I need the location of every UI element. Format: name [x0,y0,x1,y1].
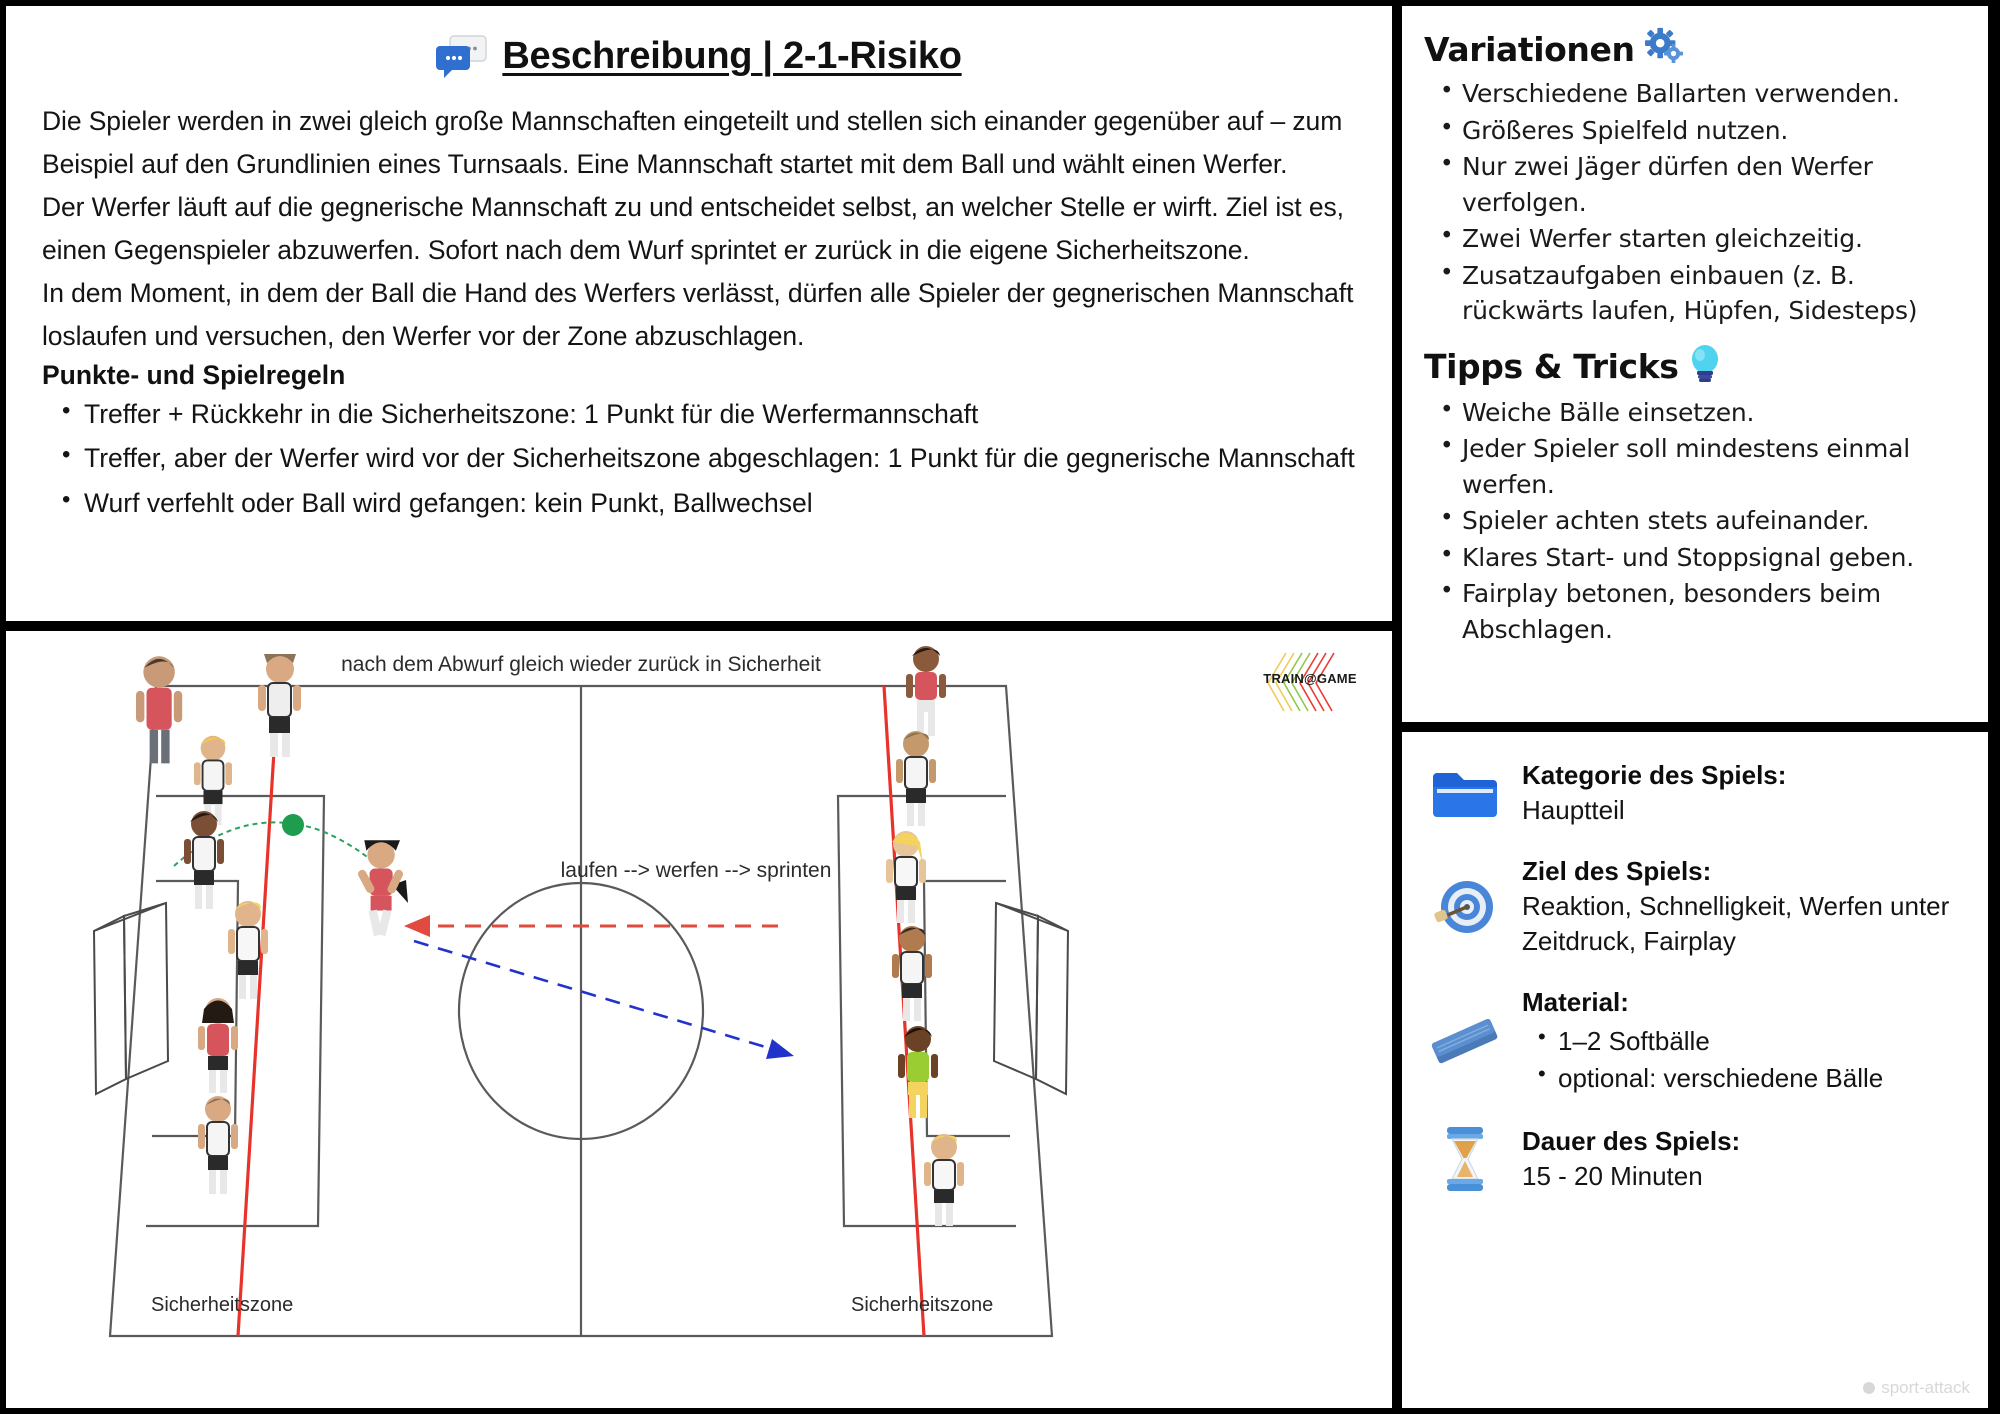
variation-item: Zusatzaufgaben einbauen (z. B. rückwärts… [1424,257,1966,329]
tips-heading: Tipps & Tricks [1424,347,1679,386]
duration-value: 15 - 20 Minuten [1522,1161,1703,1192]
watermark: sport-attack [1863,1378,1970,1398]
info-text-goal: Ziel des Spiels: Reaktion, Schnelligkeit… [1522,854,1964,959]
rules-list: Treffer + Rückkehr in die Sicherheitszon… [42,392,1356,526]
goal-label: Ziel des Spiels: [1522,856,1712,887]
page-title: Beschreibung | 2-1-Risiko [502,34,962,77]
player-figure [198,1096,238,1194]
duration-label: Dauer des Spiels: [1522,1125,1741,1156]
field-diagram-card: nach dem Abwurf gleich wieder zurück in … [6,631,1392,1408]
player-figure [924,1134,964,1226]
rule-item: Treffer + Rückkehr in die Sicherheitszon… [42,392,1356,436]
tips-list: Weiche Bälle einsetzen. Jeder Spieler so… [1424,394,1966,648]
safety-zone-label-left: Sicherheitszone [151,1294,293,1316]
info-row-category: Kategorie des Spiels: Hauptteil [1426,758,1964,828]
tip-item: Weiche Bälle einsetzen. [1424,394,1966,431]
info-text-category: Kategorie des Spiels: Hauptteil [1522,758,1786,828]
variations-heading-row: Variationen [1424,26,1966,72]
material-item: 1–2 Softbälle [1522,1021,1883,1061]
player-figure [886,831,926,923]
player-figure [194,735,232,826]
variations-heading: Variationen [1424,29,1635,69]
player-figure [136,656,183,764]
variations-tips-card: Variationen [1402,6,1988,722]
player-figure [898,1026,938,1118]
chase-arrow-blue [413,939,794,1059]
sprint-arrow-red [404,915,778,937]
variation-item: Nur zwei Jäger dürfen den Werfer verfolg… [1424,148,1966,220]
material-item: optional: verschiedene Bälle [1522,1058,1883,1098]
court-lines [108,684,1054,1338]
goal-right [992,901,1070,1096]
tip-item: Klares Start- und Stoppsignal geben. [1424,539,1966,576]
right-sidebar: Variationen [1402,6,1988,1408]
game-info-card: Kategorie des Spiels: Hauptteil [1402,732,1988,1408]
tip-item: Fairplay betonen, besonders beim Abschla… [1424,575,1966,647]
tip-item: Jeder Spieler soll mindestens einmal wer… [1424,430,1966,502]
variation-item: Verschiedene Ballarten verwenden. [1424,75,1966,112]
variation-item: Zwei Werfer starten gleichzeitig. [1424,220,1966,257]
diagram-top-label: nach dem Abwurf gleich wieder zurück in … [341,653,821,676]
category-label: Kategorie des Spiels: [1522,760,1787,790]
variations-list: Verschiedene Ballarten verwenden. Größer… [1424,75,1966,329]
player-figure [198,998,238,1093]
field-diagram: nach dem Abwurf gleich wieder zurück in … [92,646,1070,1338]
player-figure [896,731,936,826]
info-row-goal: Ziel des Spiels: Reaktion, Schnelligkeit… [1426,854,1964,959]
player-figures [136,646,964,1226]
hourglass-icon [1426,1125,1504,1193]
speech-bubble-icon [436,34,488,78]
folder-icon [1426,765,1504,821]
category-value: Hauptteil [1522,795,1625,826]
tips-heading-row: Tipps & Tricks [1424,343,1966,391]
info-text-material: Material: 1–2 Softbälle optional: versch… [1522,985,1883,1097]
watermark-text: sport-attack [1881,1378,1970,1397]
description-paragraph: In dem Moment, in dem der Ball die Hand … [42,277,1354,351]
tip-item: Spieler achten stets aufeinander. [1424,502,1966,539]
diagram-center-label: laufen --> werfen --> sprinten [561,859,832,882]
ball-marker [282,814,304,836]
rules-heading: Punkte- und Spielregeln [42,359,346,390]
info-text-duration: Dauer des Spiels: 15 - 20 Minuten [1522,1124,1740,1194]
watermark-dot-icon [1863,1382,1876,1394]
lightbulb-icon [1689,343,1721,391]
info-row-material: Material: 1–2 Softbälle optional: versch… [1426,985,1964,1097]
player-figure [906,646,946,736]
train-at-game-logo: TRAIN@GAME [1250,649,1370,715]
material-label: Material: [1522,987,1629,1018]
mat-icon [1426,1014,1504,1070]
player-figure [228,901,268,999]
material-list: 1–2 Softbälle optional: verschiedene Bäl… [1522,1021,1883,1098]
player-figure-thrower [358,840,403,937]
description-card: Beschreibung | 2-1-Risiko Die Spieler we… [6,6,1392,621]
info-row-duration: Dauer des Spiels: 15 - 20 Minuten [1426,1124,1964,1194]
player-figure [258,654,301,757]
rule-item: Wurf verfehlt oder Ball wird gefangen: k… [42,481,1356,525]
logo-text: TRAIN@GAME [1263,671,1357,686]
description-paragraph: Der Werfer läuft auf die gegnerische Man… [42,191,1344,265]
goal-value: Reaktion, Schnelligkeit, Werfen unter Ze… [1522,891,1950,957]
target-icon [1426,873,1504,941]
left-column: Beschreibung | 2-1-Risiko Die Spieler we… [6,6,1392,1408]
variation-item: Größeres Spielfeld nutzen. [1424,112,1966,149]
rule-item: Treffer, aber der Werfer wird vor der Si… [42,436,1356,480]
gear-icon [1644,26,1683,72]
player-figure [892,926,932,1021]
description-header: Beschreibung | 2-1-Risiko [42,34,1356,78]
player-figure [184,811,224,909]
description-body: Die Spieler werden in zwei gleich große … [42,100,1356,358]
safety-line-left [236,685,280,1337]
description-paragraph: Die Spieler werden in zwei gleich große … [42,106,1343,179]
goal-left [92,901,170,1096]
safety-zone-label-right: Sicherheitszone [851,1294,993,1316]
